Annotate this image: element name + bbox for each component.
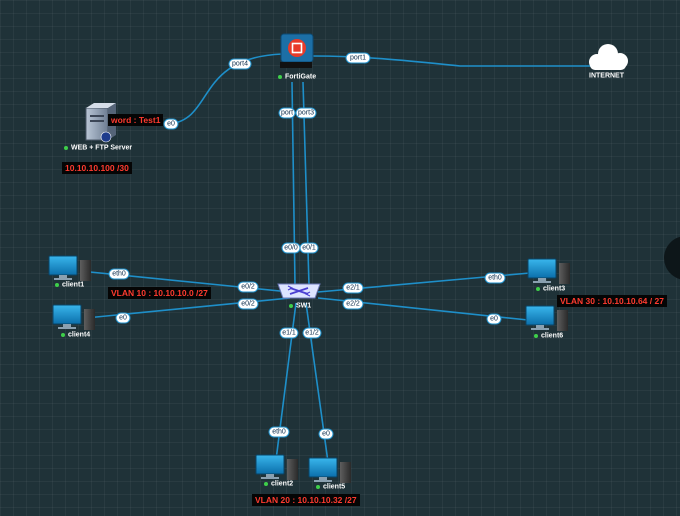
svg-text:e0: e0	[322, 431, 330, 438]
svg-text:e1/1: e1/1	[282, 330, 296, 337]
port-label[interactable]: eth0	[108, 268, 130, 280]
computer-icon	[308, 457, 338, 478]
globe-icon	[100, 131, 112, 143]
node-client3[interactable]: client3	[527, 258, 570, 293]
port-label[interactable]: port3	[295, 107, 317, 119]
firewall-badge	[288, 39, 306, 57]
node-client5[interactable]: client5	[308, 457, 351, 491]
svg-text:e0/2: e0/2	[241, 284, 255, 291]
vlan10-label: VLAN 10 : 10.10.10.0 /27	[108, 287, 211, 299]
node-label: client1	[62, 282, 84, 289]
svg-text:eth0: eth0	[112, 271, 126, 278]
port-label[interactable]: port1	[345, 52, 371, 64]
node-server[interactable]: WEB + FTP Server	[64, 103, 132, 152]
svg-text:eth0: eth0	[272, 429, 286, 436]
svg-text:port3: port3	[298, 110, 314, 117]
computer-icon	[527, 258, 557, 279]
port-label[interactable]: port4	[228, 58, 252, 70]
node-label: client6	[541, 333, 563, 340]
svg-text:e0: e0	[490, 316, 498, 323]
node-internet[interactable]: INTERNET	[589, 44, 628, 80]
node-fortigate[interactable]: FortiGate	[278, 33, 316, 81]
svg-text:e0/1: e0/1	[302, 245, 316, 252]
node-label: FortiGate	[285, 74, 316, 81]
svg-text:e0: e0	[119, 315, 127, 322]
computer-icon	[525, 305, 555, 326]
port-label[interactable]: eth0	[268, 426, 290, 438]
port-label[interactable]: e0	[115, 312, 131, 324]
status-dot	[534, 334, 538, 338]
server-ip-label: 10.10.10.100 /30	[62, 162, 132, 174]
port-label[interactable]: e0	[318, 428, 334, 440]
link-fortigate-internet	[311, 55, 595, 67]
vlan20-label: VLAN 20 : 10.10.10.32 /27	[252, 494, 360, 506]
vlan30-label: VLAN 30 : 10.10.10.64 / 27	[557, 295, 667, 307]
node-client1[interactable]: client1	[48, 255, 91, 289]
node-label: client4	[68, 332, 90, 339]
port-label[interactable]: e0	[486, 313, 502, 325]
status-dot	[264, 482, 268, 486]
port-label[interactable]: e0/2	[237, 298, 259, 310]
node-label: client2	[271, 481, 293, 488]
port-label[interactable]: eth0	[484, 272, 506, 284]
svg-text:port: port	[281, 110, 293, 117]
node-client4[interactable]: client4	[52, 304, 95, 339]
node-client6[interactable]: client6	[525, 305, 568, 340]
svg-text:port1: port1	[350, 55, 366, 62]
side-panel-handle[interactable]	[664, 236, 680, 280]
link-server-fortigate	[169, 53, 283, 125]
node-label: client3	[543, 286, 565, 293]
status-dot	[536, 287, 540, 291]
port-label[interactable]: e0/1	[299, 242, 319, 254]
status-dot	[316, 485, 320, 489]
svg-text:e0/2: e0/2	[241, 301, 255, 308]
svg-text:e2/2: e2/2	[346, 301, 360, 308]
port-label[interactable]: port	[278, 107, 296, 119]
cloud-icon	[589, 44, 628, 70]
svg-text:e0/0: e0/0	[284, 245, 298, 252]
node-sw1[interactable]: SW1	[277, 283, 321, 310]
password-note: word : Test1	[108, 114, 164, 126]
port-label[interactable]: e1/1	[279, 327, 299, 339]
status-dot	[64, 146, 68, 150]
node-label: WEB + FTP Server	[71, 145, 132, 152]
port-labels: port4 port1 port port3 e0 e0/0 e0/1 e0/2…	[108, 52, 506, 440]
node-label: client5	[323, 484, 345, 491]
status-dot	[278, 75, 282, 79]
computer-icon	[52, 304, 82, 325]
svg-text:e0: e0	[167, 121, 175, 128]
status-dot	[61, 333, 65, 337]
svg-text:eth0: eth0	[488, 275, 502, 282]
port-label[interactable]: e0	[163, 118, 179, 130]
computer-icon	[48, 255, 78, 276]
port-label[interactable]: e0/0	[281, 242, 301, 254]
port-label[interactable]: e2/2	[342, 298, 364, 310]
svg-text:port4: port4	[232, 61, 248, 68]
status-dot	[289, 304, 293, 308]
port-label[interactable]: e1/2	[302, 327, 322, 339]
node-client2[interactable]: client2	[255, 454, 298, 488]
node-label: INTERNET	[589, 73, 625, 80]
port-label[interactable]: e2/1	[342, 282, 364, 294]
svg-text:e2/1: e2/1	[346, 285, 360, 292]
computer-icon	[255, 454, 285, 475]
status-dot	[55, 283, 59, 287]
node-label: SW1	[296, 303, 311, 310]
port-label[interactable]: e0/2	[237, 281, 259, 293]
svg-text:e1/2: e1/2	[305, 330, 319, 337]
